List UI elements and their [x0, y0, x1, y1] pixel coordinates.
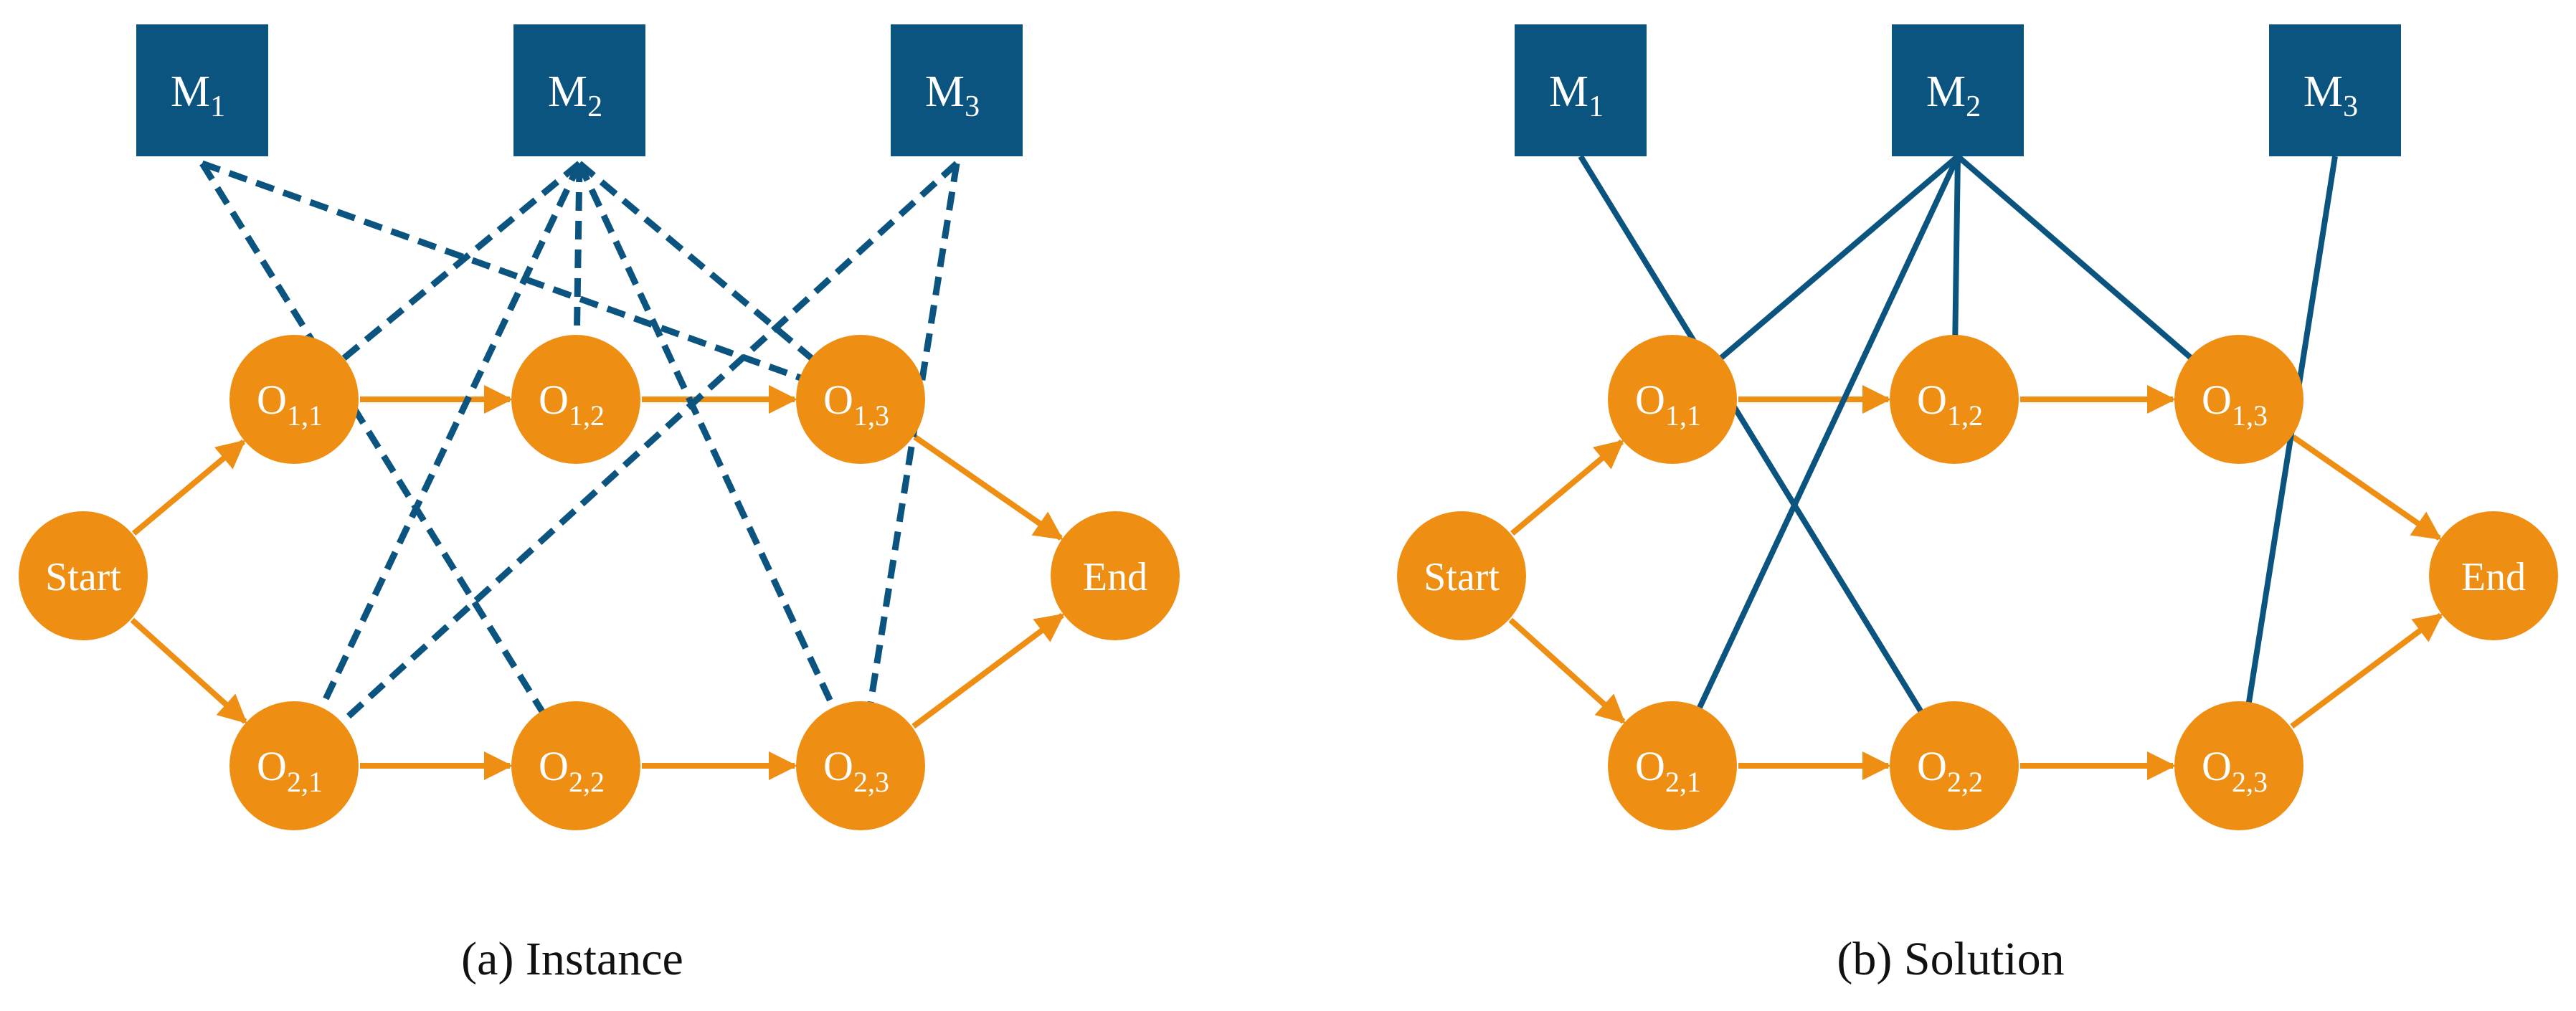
precedence-arrows: [1508, 385, 2443, 780]
machine-m1: M1: [1515, 24, 1647, 156]
link-M2-O11: [1717, 153, 1960, 362]
operation-o21: O2,1: [229, 701, 359, 830]
operation-o23: O2,3: [2174, 701, 2303, 830]
operation-o13-label: O1,3: [823, 376, 889, 432]
machine-m3: M3: [891, 24, 1023, 156]
machine-m1-label: M1: [1549, 67, 1604, 123]
operation-o11: O1,1: [229, 335, 359, 464]
operation-o12-label: O1,2: [539, 376, 605, 432]
operation-o12: O1,2: [511, 335, 640, 464]
operation-o23-label: O2,3: [823, 743, 889, 798]
arrow-Start-to-O21: [1508, 617, 1626, 724]
machine-m3: M3: [2269, 24, 2401, 156]
operation-o13: O1,3: [796, 335, 925, 464]
end-label: End: [1083, 555, 1147, 599]
operation-o22: O2,2: [511, 701, 640, 830]
operation-o21-label: O2,1: [1635, 743, 1701, 798]
precedence-arrows: [130, 385, 1065, 780]
link-M3-O21: [337, 161, 960, 727]
end-node: End: [1051, 511, 1180, 640]
operation-o13: O1,3: [2174, 335, 2303, 464]
link-M2-O11: [339, 161, 582, 363]
link-M2-O12: [1952, 156, 1961, 338]
operation-o22-label: O2,2: [1917, 743, 1983, 798]
operation-o13-label: O1,3: [2202, 376, 2268, 432]
arrow-O13-to-End: [2291, 435, 2442, 541]
machine-links: [1578, 153, 2338, 715]
arrow-Start-to-O11: [131, 439, 246, 536]
link-M2-O13: [577, 161, 816, 363]
machine-m2: M2: [1892, 24, 2024, 156]
link-M2-O21: [317, 162, 583, 712]
end-label: End: [2461, 555, 2526, 599]
operation-o12-label: O1,2: [1917, 376, 1983, 432]
link-M1-O22: [199, 161, 546, 716]
caption-instance: (a) Instance: [461, 933, 683, 985]
operation-o22: O2,2: [1890, 701, 2019, 830]
operation-o11: O1,1: [1608, 335, 1737, 464]
start-node: Start: [1397, 511, 1526, 640]
start-label: Start: [1424, 555, 1500, 599]
machine-m2-label: M2: [1926, 67, 1981, 123]
operation-o21: O2,1: [1608, 701, 1737, 830]
machine-m3-label: M3: [2303, 67, 2358, 123]
operation-o22-label: O2,2: [539, 743, 605, 798]
operation-o23: O2,3: [796, 701, 925, 830]
machine-m3-label: M3: [925, 67, 980, 123]
arrow-Start-to-O11: [1510, 439, 1624, 536]
caption-solution: (b) Solution: [1837, 933, 2065, 985]
arrow-O23-to-End: [911, 612, 1065, 729]
link-M1-O13: [201, 160, 804, 382]
link-M2-O21: [1695, 155, 1961, 711]
operation-o11-label: O1,1: [1635, 376, 1701, 432]
link-M2-O13: [1956, 153, 2194, 361]
operation-o21-label: O2,1: [257, 743, 323, 798]
link-M2-O12: [573, 163, 583, 338]
arrow-O13-to-End: [913, 435, 1064, 541]
start-node: Start: [19, 511, 148, 640]
start-label: Start: [45, 555, 121, 599]
end-node: End: [2429, 511, 2558, 640]
machine-m1-label: M1: [171, 67, 225, 123]
operation-o23-label: O2,3: [2202, 743, 2268, 798]
link-M2-O23: [576, 162, 838, 711]
operation-o12: O1,2: [1890, 335, 2019, 464]
machine-m1: M1: [136, 24, 268, 156]
machine-m2: M2: [513, 24, 645, 156]
link-M1-O22: [1578, 154, 1925, 715]
arrow-Start-to-O21: [130, 617, 247, 724]
machine-m2-label: M2: [548, 67, 602, 123]
arrow-O23-to-End: [2290, 612, 2443, 729]
operation-o11-label: O1,1: [257, 376, 323, 432]
